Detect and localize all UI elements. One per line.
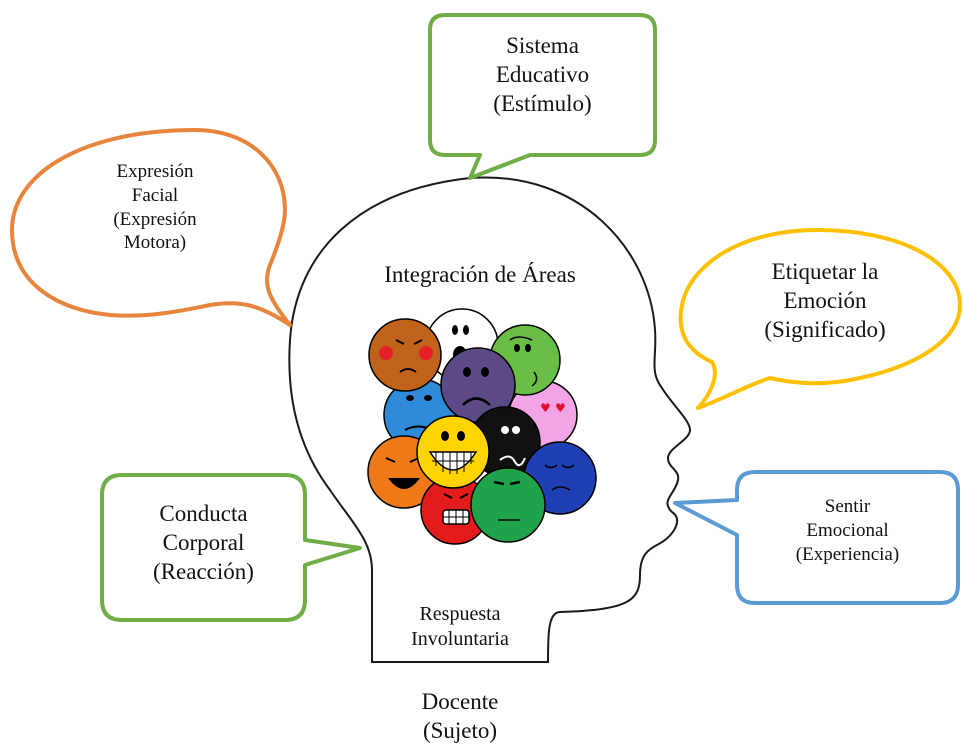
bubble-etiquetar-text: Etiquetar la Emoción (Significado) — [700, 258, 950, 344]
conducta-line-1: Conducta — [159, 501, 248, 526]
bubble-conducta-text: Conducta Corporal (Reacción) — [102, 500, 305, 586]
bubble-conducta — [100, 473, 362, 622]
conducta-line-3: (Reacción) — [153, 558, 254, 584]
svg-text:♥: ♥ — [555, 401, 566, 415]
face-grin-yellow — [416, 415, 490, 489]
etiquetar-line-3: (Significado) — [764, 316, 886, 342]
bubble-sentir — [673, 470, 960, 605]
etiquetar-line-1: Etiquetar la — [771, 259, 879, 284]
bubble-etiquetar — [678, 228, 962, 410]
subject-line-2: (Sujeto) — [422, 717, 498, 743]
conducta-line-2: Corporal — [162, 529, 245, 555]
subject-label: Docente (Sujeto) — [380, 688, 540, 746]
expresion-line-2: Facial — [131, 184, 179, 206]
face-green-annoyed — [470, 467, 546, 543]
response-text: Respuesta Involuntaria — [372, 602, 548, 652]
expresion-line-3: (Expresión — [113, 208, 197, 230]
bubble-sentir-text: Sentir Emocional (Experiencia) — [737, 495, 958, 566]
sistema-line-1: Sistema — [506, 33, 579, 58]
bubble-expresion-text: Expresión Facial (Expresión Motora) — [55, 160, 255, 255]
bubble-sistema-educativo — [428, 13, 657, 180]
expresion-line-4: Motora) — [123, 232, 187, 254]
sentir-line-3: (Experiencia) — [795, 543, 900, 565]
face-angry-blush — [368, 318, 442, 392]
etiquetar-line-2: Emoción — [783, 287, 867, 313]
response-line-1: Respuesta — [419, 603, 501, 625]
bubble-expresion-facial — [10, 128, 292, 327]
sentir-line-2: Emocional — [806, 519, 889, 541]
subject-line-1: Docente — [421, 689, 499, 714]
response-line-2: Involuntaria — [411, 628, 509, 650]
face-red-angry — [420, 475, 490, 545]
bubble-sistema-text: Sistema Educativo (Estímulo) — [430, 32, 655, 118]
emotion-cluster: ♥ ♥ — [367, 308, 597, 545]
sistema-line-3: (Estímulo) — [493, 90, 592, 116]
svg-text:♥: ♥ — [540, 401, 551, 415]
sentir-line-1: Sentir — [824, 496, 871, 517]
head-title: Integración de Áreas — [384, 262, 576, 287]
sistema-line-2: Educativo — [495, 61, 590, 87]
expresion-line-1: Expresión — [116, 161, 194, 182]
